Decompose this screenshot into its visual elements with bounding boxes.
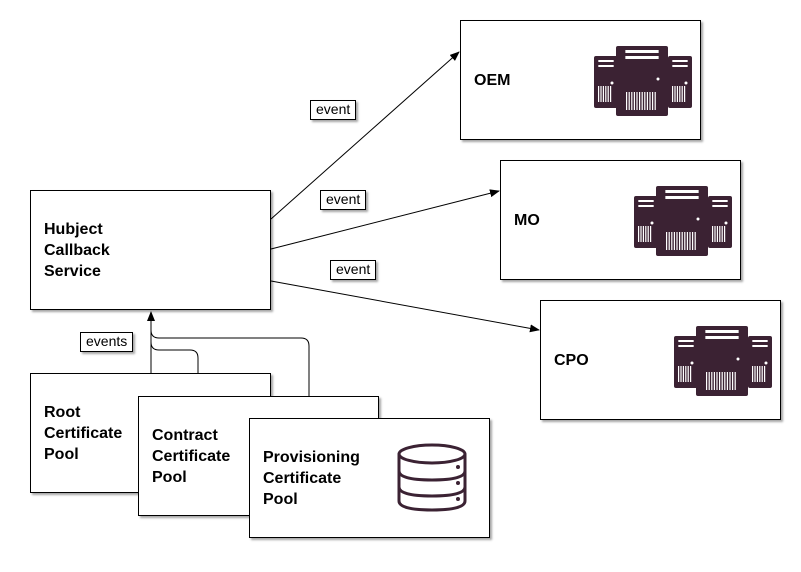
oem-label: OEM (474, 72, 511, 89)
mo-label: MO (514, 212, 540, 229)
root-certificate-pool-label: Root Certificate Pool (44, 404, 123, 463)
edge-hubject-to-mo (270, 189, 500, 250)
server-rack-icon (674, 326, 772, 396)
cpo-label: CPO (554, 352, 589, 369)
mo-node[interactable]: MO (500, 160, 741, 280)
edge-label-event-cpo: event (330, 260, 377, 280)
hubject-callback-service-label: Hubject Callback Service (44, 221, 110, 280)
edge-label-events-pools: events (80, 332, 134, 352)
edge-hubject-to-oem (270, 51, 460, 220)
edge-contract-pool-to-hubject (150, 341, 199, 396)
provisioning-certificate-pool-node[interactable]: Provisioning Certificate Pool (249, 418, 490, 538)
edge-label-event-oem: event (310, 100, 357, 120)
server-rack-icon (634, 186, 732, 256)
contract-certificate-pool-label: Contract Certificate Pool (152, 427, 231, 486)
server-rack-icon (594, 46, 692, 116)
oem-node[interactable]: OEM (460, 20, 701, 140)
server-rack-graphic (594, 46, 692, 116)
provisioning-certificate-pool-label: Provisioning Certificate Pool (263, 449, 360, 508)
cpo-node[interactable]: CPO (540, 300, 781, 420)
database-icon (397, 443, 467, 512)
server-rack-graphic (674, 326, 772, 396)
edge-hubject-to-cpo (270, 280, 540, 333)
edge-label-event-mo: event (320, 190, 367, 210)
server-rack-graphic (634, 186, 732, 256)
hubject-callback-service-node[interactable]: Hubject Callback Service (30, 190, 271, 310)
edge-provisioning-pool-to-hubject (150, 329, 310, 418)
